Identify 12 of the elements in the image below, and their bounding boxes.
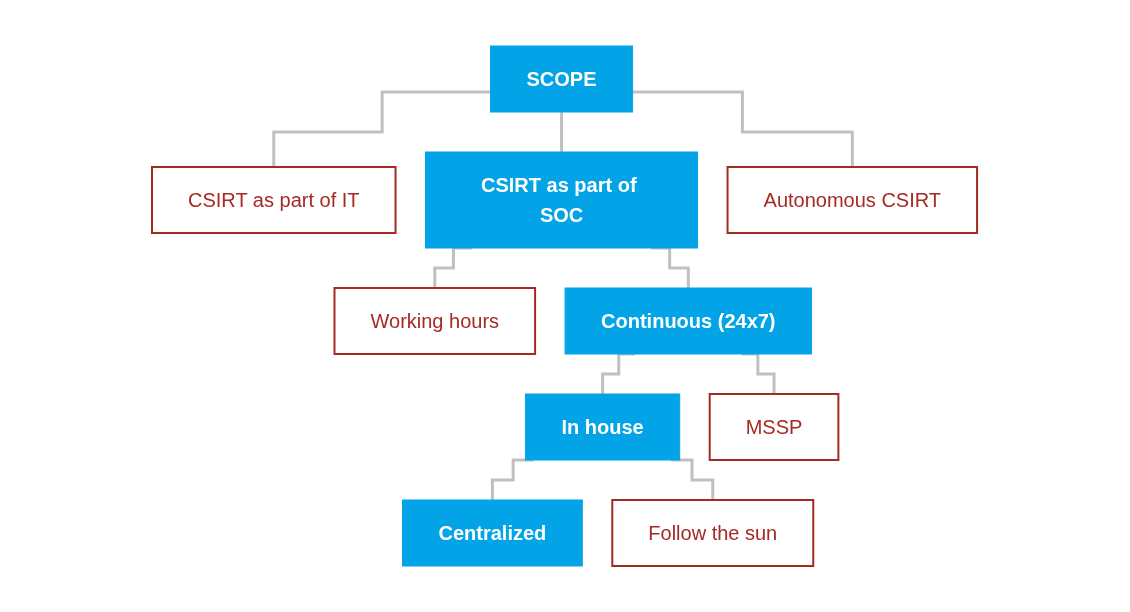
node-box: CSIRT as part of SOC — [425, 151, 699, 249]
node-box: Working hours — [333, 287, 537, 355]
node-box: MSSP — [709, 393, 840, 461]
node-box: Autonomous CSIRT — [727, 166, 979, 234]
node-box: Centralized — [402, 499, 584, 567]
connector — [633, 90, 855, 169]
node-box: Continuous (24x7) — [565, 287, 813, 355]
node-box: In house — [525, 393, 681, 461]
node-box: CSIRT as part of IT — [151, 166, 397, 234]
node-box: SCOPE — [490, 45, 634, 113]
node-box: Follow the sun — [611, 499, 815, 567]
connector — [272, 90, 491, 169]
